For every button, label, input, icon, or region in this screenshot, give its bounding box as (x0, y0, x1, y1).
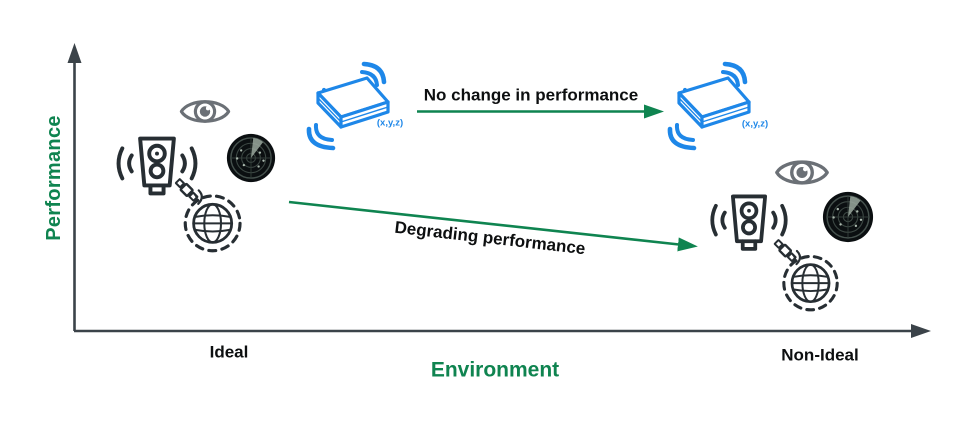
imu-chip-icon-right (667, 61, 751, 151)
ultrasonic-sensor-icon (116, 136, 198, 196)
imu-left-coords-label: (x,y,z) (376, 117, 404, 129)
gnss-satellite-globe-icon (773, 239, 839, 312)
y-axis-label: Performance (43, 115, 65, 241)
eye-vision-icon (179, 100, 231, 123)
gnss-satellite-globe-icon (174, 178, 242, 253)
x-axis-label: Environment (430, 358, 560, 382)
eye-vision-icon (775, 160, 829, 185)
x-tick-ideal-label: Ideal (209, 342, 249, 362)
imu-chip-icon-left (306, 61, 390, 151)
radar-icon (226, 133, 276, 183)
radar-icon (822, 191, 874, 243)
no-change-arrow-label: No change in performance (423, 85, 639, 105)
imu-right-coords-label: (x,y,z) (741, 118, 769, 130)
ultrasonic-sensor-icon (710, 194, 788, 251)
degrading-arrow (288, 200, 698, 252)
x-tick-nonideal-label: Non-Ideal (781, 345, 859, 365)
